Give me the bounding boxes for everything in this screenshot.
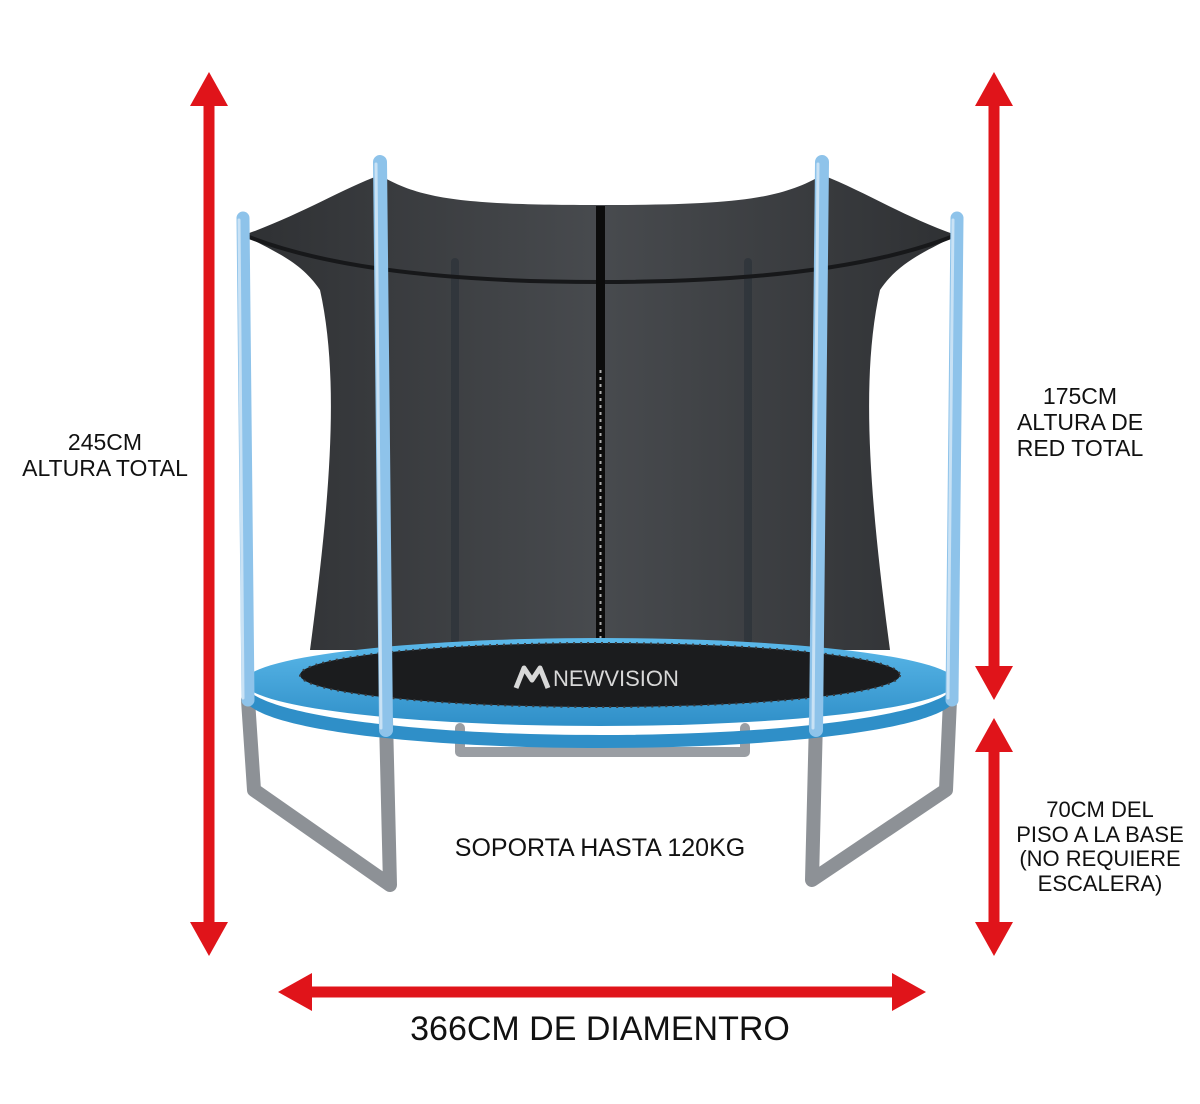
dimension-arrows (190, 72, 1013, 1011)
newvision-logo-mark (513, 665, 551, 689)
base-height-caption-3: ESCALERA) (1037, 870, 1163, 896)
net-height-label: 175CM ALTURA DE RED TOTAL (1005, 383, 1155, 461)
net-height-caption-1: ALTURA DE (1016, 408, 1144, 435)
weight-capacity-label: SOPORTA HASTA 120KG (454, 834, 746, 862)
net-height-arrow-icon (975, 72, 1013, 700)
base-height-value: 70CM DEL (1046, 797, 1154, 822)
total-height-caption: ALTURA TOTAL (22, 454, 188, 481)
diameter-label: 366CM DE DIAMENTRO (410, 1010, 790, 1048)
net-height-caption-2: RED TOTAL (1016, 434, 1144, 461)
total-height-arrow-icon (190, 72, 228, 956)
front-poles (236, 155, 964, 737)
base-height-caption-1: PISO A LA BASE (1016, 821, 1184, 847)
base-height-label: 70CM DEL PISO A LA BASE (NO REQUIERE ESC… (1005, 797, 1195, 897)
safety-net (243, 175, 957, 706)
leg-right (805, 693, 957, 887)
base-height-caption-2: (NO REQUIERE (1019, 846, 1181, 872)
leg-left (241, 693, 397, 892)
base-height-arrow-icon (975, 718, 1013, 956)
total-height-label: 245CM ALTURA TOTAL (10, 429, 200, 482)
trampoline-bed (244, 638, 956, 748)
newvision-logo: NEWVISION (513, 665, 679, 691)
diameter-arrow-icon (278, 973, 926, 1011)
net-height-value: 175CM (1042, 383, 1118, 409)
total-height-value: 245CM (67, 429, 143, 455)
brand-logo-text: NEWVISION (553, 666, 679, 691)
